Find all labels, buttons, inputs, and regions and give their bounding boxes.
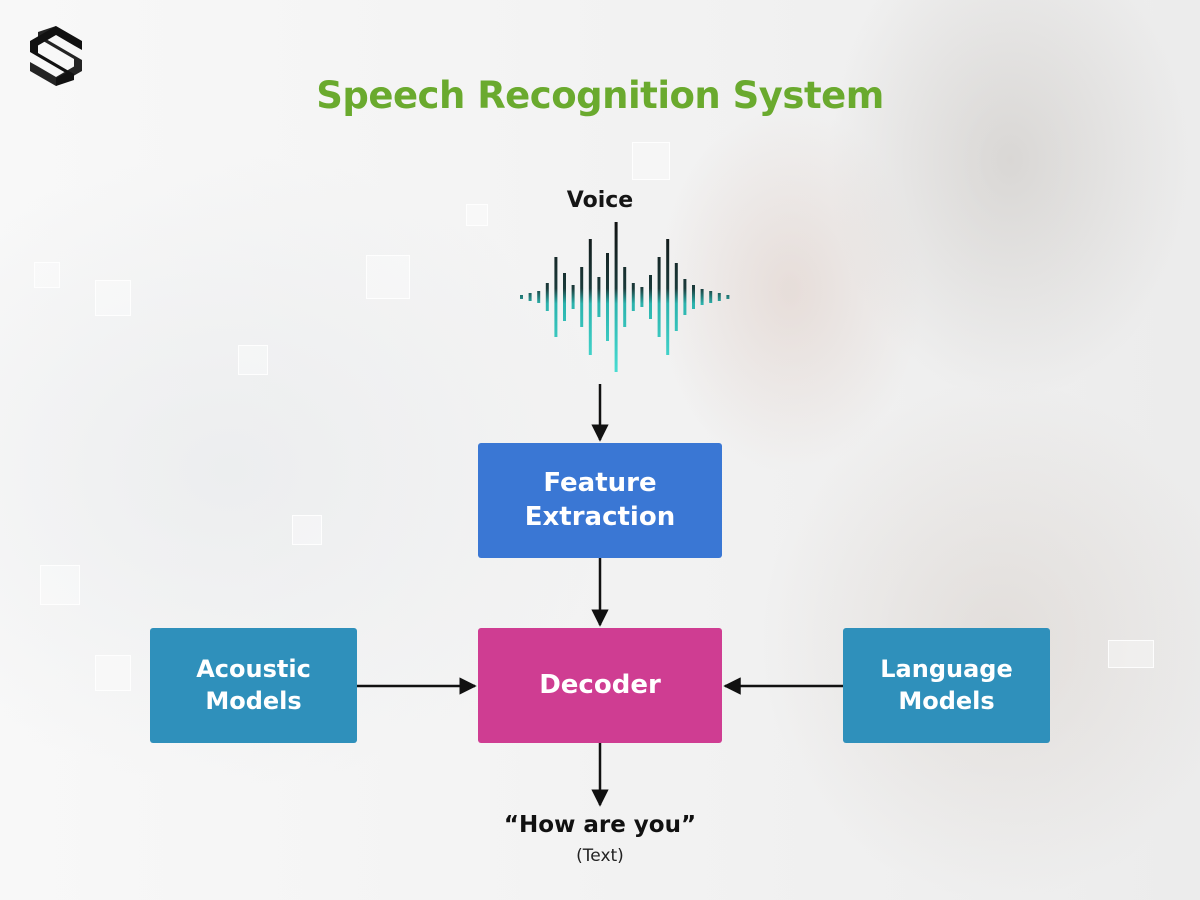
decor-square [40,565,80,605]
wave-bar [683,279,687,315]
wave-bar [657,257,661,337]
feature-extraction-node: Feature Extraction [478,443,722,558]
wave-bar [726,295,730,299]
wave-bar [640,287,644,307]
acoustic-models-node: Acoustic Models [150,628,357,743]
decoder-node: Decoder [478,628,722,743]
wave-bar [674,263,678,331]
wave-bar [520,295,523,299]
brand-logo-icon [30,26,82,86]
decor-square [95,655,131,691]
output-text: “How are you” [503,812,697,838]
wave-bar [597,277,601,317]
decor-square [632,142,670,180]
wave-bar [614,222,618,372]
decoder-label: Decoder [539,669,661,700]
language-models-label: Language Models [880,655,1013,715]
language-models-node: Language Models [843,628,1050,743]
wave-bar [537,291,541,303]
wave-bar [717,293,721,301]
wave-bar [554,257,558,337]
decor-square [466,204,488,226]
decor-square [34,262,60,288]
output-caption: (Text) [576,846,624,866]
wave-bar [692,285,695,309]
feature-extraction-label: Feature Extraction [524,467,676,532]
wave-bar [545,283,549,311]
wave-bar [649,275,652,319]
wave-bar [700,289,704,305]
decor-square [238,345,268,375]
decor-square [366,255,410,299]
wave-bar [571,285,575,309]
decor-square [292,515,322,545]
decor-square [95,280,131,316]
wave-bar [580,267,584,327]
wave-bar [563,273,566,321]
wave-bar [709,291,713,303]
voice-label: Voice [566,188,634,213]
page-title: Speech Recognition System [316,74,884,117]
sound-wave-icon [520,222,730,372]
acoustic-models-label: Acoustic Models [196,655,311,715]
wave-bar [666,239,670,355]
wave-bar [528,293,532,301]
wave-bar [623,267,627,327]
wave-bar [631,283,635,311]
wave-bar [606,253,609,341]
decor-square [1108,640,1154,668]
wave-bar [588,239,592,355]
